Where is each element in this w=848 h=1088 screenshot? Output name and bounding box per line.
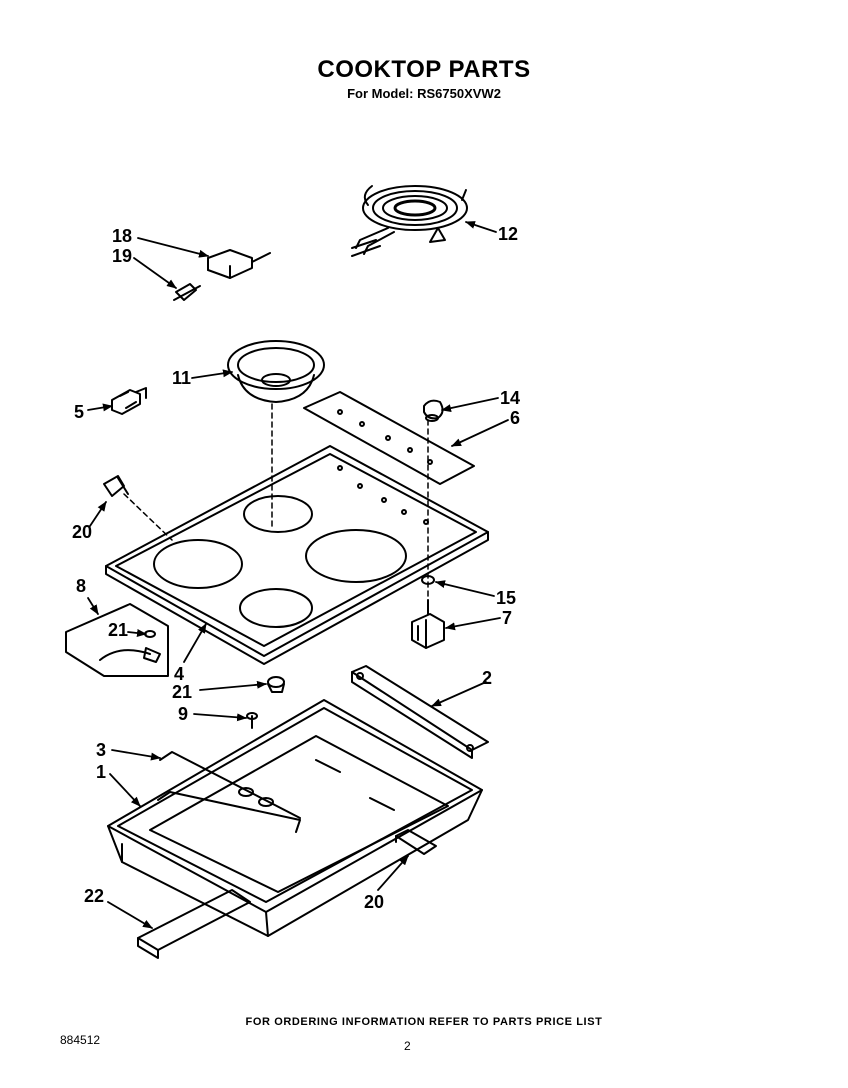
callout-7: 7	[502, 608, 512, 628]
callout-14: 14	[500, 388, 520, 408]
bracket-part	[173, 249, 271, 301]
washer-part	[421, 575, 435, 585]
ordering-info-note: FOR ORDERING INFORMATION REFER TO PARTS …	[245, 1016, 603, 1028]
callout-15: 15	[496, 588, 516, 608]
wire-harness-part	[65, 603, 169, 677]
callout-4: 4	[174, 664, 184, 684]
bottom-bracket-part	[137, 889, 251, 959]
model-subtitle: For Model: RS6750XVW2	[347, 86, 501, 101]
callout-17: 19	[112, 246, 132, 266]
callout-22: 22	[84, 886, 104, 906]
callout-19: 21	[108, 620, 128, 640]
page-title: COOKTOP PARTS	[317, 56, 531, 83]
document-number: 884512	[60, 1033, 101, 1047]
drip-bowl-part	[227, 340, 325, 403]
callout-11: 11	[172, 368, 191, 388]
grommet-part	[267, 676, 285, 693]
page-number: 2	[404, 1039, 411, 1053]
callout-2: 2	[482, 668, 492, 688]
terminal-block-part	[111, 387, 147, 415]
switch-part	[103, 475, 129, 497]
cooktop-top-part	[105, 445, 489, 665]
knob-clip-part	[423, 399, 444, 422]
callout-12: 12	[498, 224, 518, 244]
callout-labels: 12 18 19 11 5 14 6 20 15 7 8 21 4 21 9 2…	[72, 224, 520, 912]
callout-21: 21	[172, 682, 192, 702]
callout-6: 6	[510, 408, 520, 428]
front-bracket-part	[395, 829, 437, 855]
alignment-guides	[123, 403, 429, 611]
surface-element-part	[351, 185, 468, 257]
callout-5: 5	[74, 402, 84, 422]
infinite-switch-part	[411, 599, 445, 649]
callout-20: 20	[364, 892, 384, 912]
cooktop-pan-part	[107, 699, 483, 937]
leader-lines	[87, 221, 509, 929]
callout-8: 8	[76, 576, 86, 596]
rear-bracket-part	[351, 665, 489, 759]
callout-18: 20	[72, 522, 92, 542]
callout-9: 9	[178, 704, 188, 724]
control-panel-strip-part	[303, 391, 475, 485]
callout-16: 18	[112, 226, 132, 246]
callout-3: 3	[96, 740, 106, 760]
screw-part	[246, 712, 258, 729]
callout-1: 1	[96, 762, 106, 782]
